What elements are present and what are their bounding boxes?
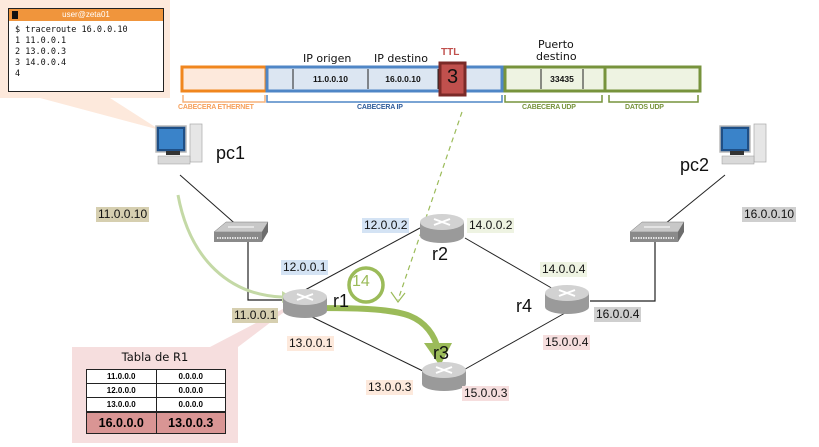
terminal-menu-icon[interactable] [12,11,18,19]
r2-label: r2 [432,244,449,264]
link-r3-r4 [459,312,566,373]
r4-ip-14: 14.0.0.4 [540,262,588,277]
routing-table: 11.0.0.0 0.0.0.0 12.0.0.0 0.0.0.0 13.0.0… [86,369,226,434]
table-cell-destination: 13.0.0.0 [86,397,157,413]
table-cell-gateway: 13.0.0.3 [155,411,226,434]
r1-label: r1 [333,291,350,311]
table-cell-destination: 12.0.0.0 [86,383,157,398]
dst-port-label-1: Puerto [538,38,574,51]
table-row: 11.0.0.0 0.0.0.0 [86,369,226,384]
terminal-callout [40,98,160,130]
link-r2-r4 [464,237,556,291]
link-pc1-switch1 [179,174,241,229]
routing-table-panel: Tabla de R1 11.0.0.0 0.0.0.0 12.0.0.0 0.… [72,347,238,443]
udp-data-box [603,65,702,93]
ip-src-value: 11.0.0.10 [313,74,348,84]
ttl-box [438,61,467,97]
terminal-line: $ traceroute 16.0.0.10 [15,25,128,35]
terminal-line: 1 11.0.0.1 [15,36,67,46]
pc1-ip: 11.0.0.10 [96,207,150,222]
r4-ip-15: 15.0.0.4 [543,335,591,350]
packet-header [180,61,702,103]
link-r1-r3 [307,314,426,373]
table-row-highlighted: 16.0.0.0 13.0.0.3 [86,411,226,434]
ethernet-section-label: CABECERA ETHERNET [178,104,254,111]
r4-label: r4 [516,296,533,316]
r4-ip-16: 16.0.0.4 [594,307,642,322]
dst-port-value: 33435 [550,74,574,84]
r1-ip-13: 13.0.0.1 [287,336,335,351]
ip-src-label: IP origen [303,52,352,65]
terminal-titlebar: user@zeta01 [9,9,163,21]
r3-ip-15: 15.0.0.3 [462,386,510,401]
table-cell-destination: 11.0.0.0 [86,369,157,384]
terminal-line: 3 14.0.0.4 [15,58,67,68]
path-arrowhead-2 [424,343,452,366]
ip-dst-value: 16.0.0.10 [385,74,421,84]
udp-data-section-label: DATOS UDP [625,104,664,111]
router-r2-icon [420,214,464,243]
terminal-line: 4 [15,69,21,79]
r1-ip-12: 12.0.0.1 [281,260,329,275]
link-switch1-r1 [247,242,284,301]
ethernet-header-box [180,65,268,93]
ip-dst-label: IP destino [374,52,428,65]
router-r1-icon [283,289,327,318]
table-row: 12.0.0.0 0.0.0.0 [86,383,226,398]
ttl-decrement-circle [347,266,385,304]
path-pc1-r1 [176,194,283,299]
terminal-line: 2 13.0.0.3 [15,47,67,57]
pc2-label: pc2 [680,155,710,175]
table-cell-destination: 16.0.0.0 [86,411,157,434]
pc2-ip: 16.0.0.10 [742,207,797,222]
pc1-label: pc1 [216,143,246,163]
link-switch2-pc2 [659,174,726,229]
routing-table-title: Tabla de R1 [121,350,189,364]
router-r3-icon [422,362,466,391]
r2-ip-14: 14.0.0.2 [467,218,515,233]
switch-1-icon [213,221,269,242]
switch-2-icon [629,221,685,242]
r3-ip-13: 13.0.0.3 [366,380,414,395]
terminal-output: $ traceroute 16.0.0.10 1 11.0.0.1 2 13.0… [9,21,163,84]
table-cell-gateway: 0.0.0.0 [155,383,226,398]
pc2-computer-icon [719,123,767,165]
r3-label: r3 [433,343,450,363]
table-cell-gateway: 0.0.0.0 [155,369,226,384]
path-r1-r3 [309,305,441,351]
link-r4-switch2 [590,242,656,302]
dst-port-label-2: destino [536,50,577,63]
r2-ip-12: 12.0.0.2 [362,218,410,233]
udp-header-box [503,65,607,93]
udp-section-label: CABECERA UDP [522,104,576,111]
pc1-computer-icon [155,123,203,165]
ttl-value: 3 [446,66,459,88]
terminal-window: user@zeta01 $ traceroute 16.0.0.10 1 11.… [8,8,164,92]
ip-section-label: CABECERA IP [357,104,403,111]
router-r4-icon [545,285,589,314]
table-row: 13.0.0.0 0.0.0.0 [86,397,226,413]
ttl-decremented-value: 14 [352,273,370,290]
ttl-pointer [397,111,463,301]
ttl-label: TTL [441,47,460,58]
terminal-title: user@zeta01 [62,10,110,19]
ttl-pointer-arrowhead [390,291,406,304]
r1-ip-11: 11.0.0.1 [232,308,279,323]
table-cell-gateway: 0.0.0.0 [155,397,226,413]
link-r1-r2 [304,227,421,291]
